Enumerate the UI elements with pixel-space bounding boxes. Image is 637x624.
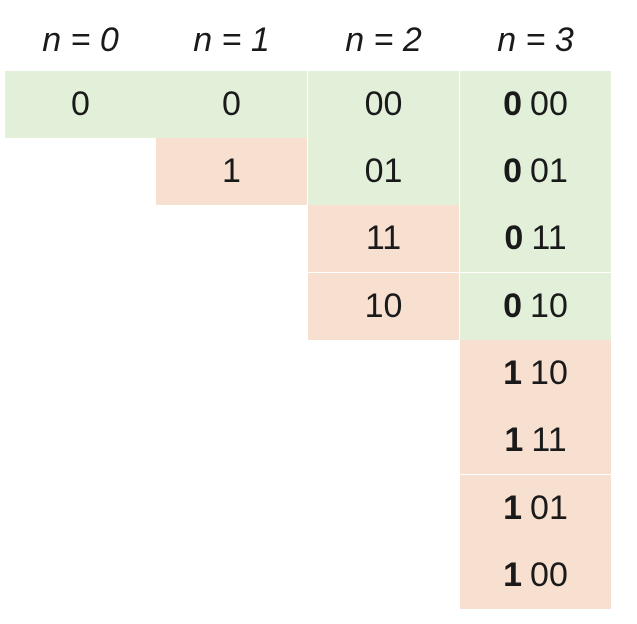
code-text: 1 xyxy=(222,152,241,190)
code-text: 10 xyxy=(530,287,568,325)
code-prefix-bit: 0 xyxy=(503,152,523,190)
code-prefix-bit: 0 xyxy=(503,287,523,325)
code-prefix-bit: 1 xyxy=(504,421,524,459)
code-text: 0 xyxy=(71,85,90,123)
code-cell-n2: 11 xyxy=(308,205,459,272)
code-text: 00 xyxy=(364,85,403,123)
code-text: 01 xyxy=(530,152,568,190)
code-cell-n0: 0 xyxy=(5,71,156,138)
code-text: 00 xyxy=(530,85,568,123)
code-prefix-bit: 0 xyxy=(503,85,523,123)
code-cell-n2: 00 xyxy=(308,71,459,138)
code-text: 01 xyxy=(530,489,568,527)
code-prefix-bit: 0 xyxy=(504,219,524,257)
code-prefix-bit: 1 xyxy=(503,556,523,594)
header-n1: n = 1 xyxy=(193,20,270,59)
code-cell-n2: 01 xyxy=(308,138,459,205)
header-n3: n = 3 xyxy=(497,20,574,59)
code-text: 0 xyxy=(222,85,241,123)
code-text: 11 xyxy=(531,219,567,257)
code-text: 11 xyxy=(531,421,567,459)
header-n0: n = 0 xyxy=(42,20,119,59)
code-text: 00 xyxy=(530,556,568,594)
code-text: 11 xyxy=(365,219,402,257)
code-text: 01 xyxy=(364,152,403,190)
code-cell-n1: 0 xyxy=(156,71,307,138)
code-text: 10 xyxy=(364,287,403,325)
code-prefix-bit: 1 xyxy=(503,354,523,392)
code-cell-n1: 1 xyxy=(156,138,307,205)
code-prefix-bit: 1 xyxy=(503,489,523,527)
code-text: 10 xyxy=(530,354,568,392)
code-cell-n2: 10 xyxy=(308,273,459,340)
header-n2: n = 2 xyxy=(345,20,422,59)
